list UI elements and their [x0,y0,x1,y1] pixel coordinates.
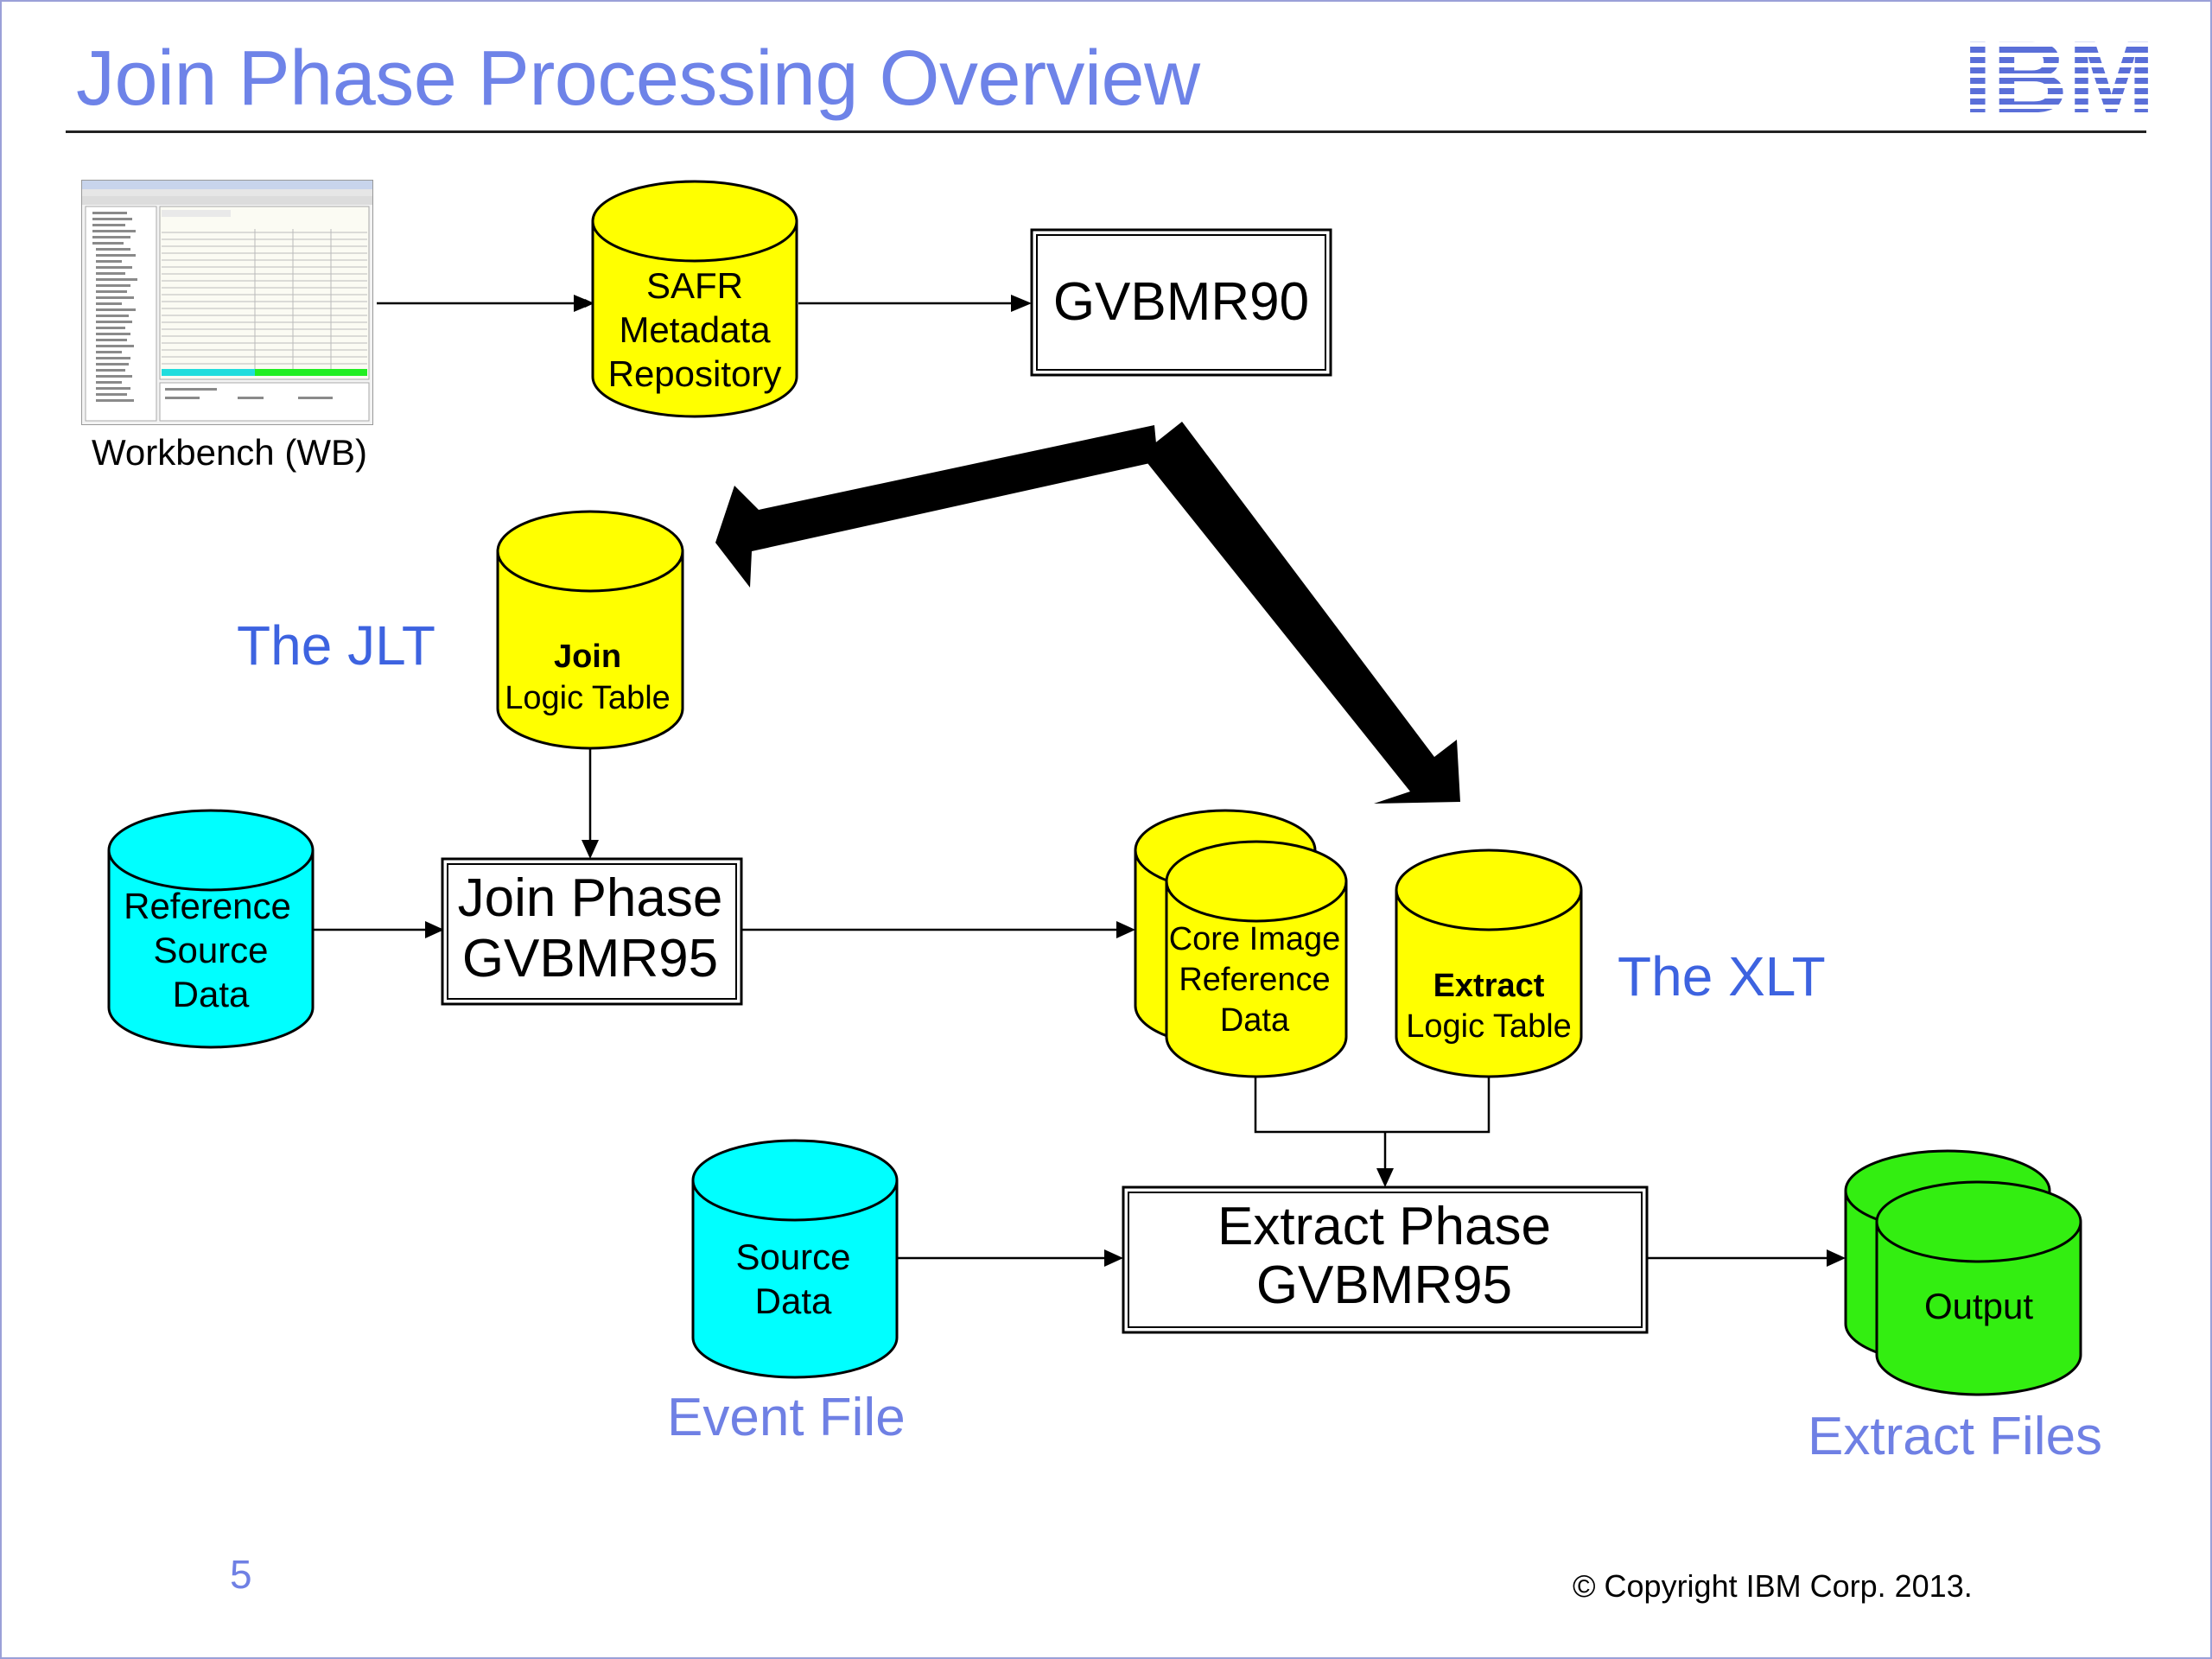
reference-source-data-cylinder [107,809,315,1049]
xlt-annotation: The XLT [1618,945,1826,1007]
join-phase-box [441,857,743,1006]
xlt-label-bold: Extract [1433,968,1545,1004]
safr-label-2: Metadata [619,309,771,350]
extract-logic-table-cylinder [1395,849,1583,1078]
workbench-caption: Workbench (WB) [92,432,367,473]
xlt-label-rest: Logic Table [1406,1008,1572,1045]
join-phase-label-1: Join Phase [458,868,723,928]
refsrc-label-2: Source [153,930,268,970]
jlt-annotation: The JLT [237,614,435,677]
core-image-label-3: Data [1220,1002,1290,1039]
refsrc-label-3: Data [173,974,250,1014]
core-xlt-merge-lines [1254,1077,1491,1134]
page-number: 5 [230,1552,252,1597]
source-data-label-2: Data [755,1281,832,1321]
refsrc-label-1: Reference [124,886,291,926]
gvbmr90-label: GVBMR90 [1053,272,1309,332]
workbench-screenshot [81,180,373,425]
source-data-label-1: Source [735,1236,850,1277]
extract-phase-label-2: GVBMR95 [1256,1255,1512,1315]
jlt-label-bold: Join [554,639,621,675]
slide-title: Join Phase Processing Overview [76,35,1200,122]
extract-phase-label-1: Extract Phase [1217,1197,1551,1256]
safr-label-1: SAFR [646,265,743,306]
core-image-label-1: Core Image [1169,921,1341,957]
gvbmr90-box [1030,228,1332,377]
source-data-cylinder [691,1139,899,1379]
jlt-label-rest: Logic Table [505,680,671,716]
output-label: Output [1924,1286,2033,1326]
extract-phase-box [1122,1185,1649,1334]
copyright-notice: © Copyright IBM Corp. 2013. [1573,1568,1973,1604]
extract-files-annotation: Extract Files [1808,1407,2103,1466]
title-rule [66,130,2146,133]
join-logic-table-cylinder [496,510,684,750]
join-phase-label-2: GVBMR95 [462,929,718,988]
big-arrow-to-jlt [715,425,1158,588]
event-file-annotation: Event File [667,1388,906,1447]
ibm-logo: IBM [1963,36,2155,115]
safr-repository-cylinder [591,180,798,418]
safr-label-3: Repository [608,353,782,394]
core-image-label-2: Reference [1179,962,1330,998]
big-arrow-to-xlt [1141,422,1460,804]
output-front-cylinder [1875,1180,2082,1396]
core-image-front-cylinder [1165,840,1348,1078]
